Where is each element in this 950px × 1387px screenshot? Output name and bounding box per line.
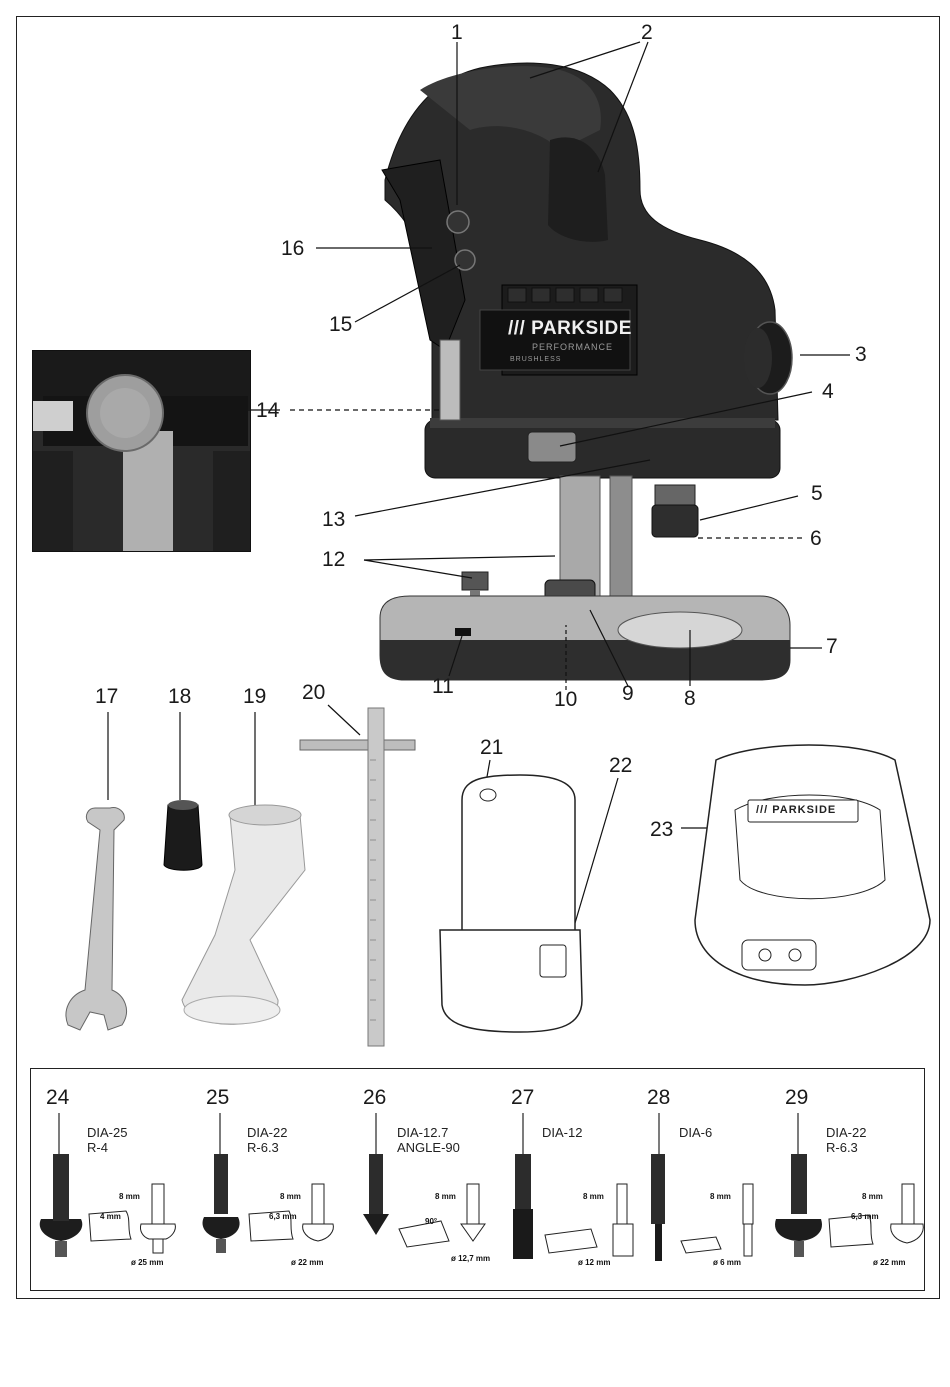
callout-11: 11: [432, 675, 454, 698]
bit-26-cut: 90°: [425, 1217, 438, 1226]
callout-15: 15: [329, 313, 353, 336]
base-opening: [617, 611, 743, 649]
router-bits-panel: 24 DIA-25 R-4 8 mm 4 mm ø 25 mm 25 DIA-2…: [30, 1068, 925, 1291]
bit-24-number: 24: [46, 1086, 70, 1109]
bit-29-number: 29: [785, 1086, 809, 1109]
bit-25-dia: DIA-22: [247, 1125, 288, 1140]
router-brand-sub: PERFORMANCE: [532, 342, 614, 352]
bit-24-shank: 8 mm: [119, 1192, 140, 1201]
bit-27-shank: 8 mm: [583, 1192, 604, 1201]
callout-4: 4: [822, 380, 834, 403]
callout-5: 5: [811, 482, 823, 505]
bit-29-dia: DIA-22: [826, 1125, 867, 1140]
callout-3: 3: [855, 343, 867, 366]
bit-25: [202, 1154, 334, 1253]
bit-27-number: 27: [511, 1086, 535, 1109]
bit-25-shank: 8 mm: [280, 1192, 301, 1201]
guide-bar-20: [299, 739, 416, 751]
callout-6: 6: [810, 527, 822, 550]
page-frame: [16, 16, 940, 1299]
bit-25-r: R-6.3: [247, 1140, 279, 1155]
callout-13: 13: [322, 508, 346, 531]
bit-26-number: 26: [363, 1086, 387, 1109]
release-lever: [527, 431, 577, 463]
bit-24-dia: DIA-25: [87, 1125, 128, 1140]
guide-rule-20: [367, 707, 385, 1047]
router-brushless-label: BRUSHLESS: [510, 356, 562, 363]
bit-28-number: 28: [647, 1086, 671, 1109]
bit-26-diameter: ø 12,7 mm: [451, 1254, 491, 1263]
callout-9: 9: [622, 682, 634, 705]
bit-27-diameter: ø 12 mm: [578, 1258, 611, 1267]
callout-12: 12: [322, 548, 346, 571]
bit-24-r: R-4: [87, 1140, 108, 1155]
callout-14: 14: [256, 399, 280, 422]
callout-23: 23: [650, 818, 674, 841]
bit-29-cut: 6,3 mm: [851, 1212, 879, 1221]
detail-inset: [32, 350, 251, 552]
bit-29-r: R-6.3: [826, 1140, 858, 1155]
bit-29-diameter: ø 22 mm: [873, 1258, 906, 1267]
collet-nut: [654, 484, 696, 506]
bit-25-number: 25: [206, 1086, 230, 1109]
charger-brand-label: /// PARKSIDE: [756, 804, 837, 816]
bit-28: [651, 1154, 754, 1261]
callout-21: 21: [480, 736, 504, 759]
callout-10: 10: [554, 688, 578, 711]
battery-release-22: [539, 944, 567, 978]
bit-28-diameter: ø 6 mm: [713, 1258, 742, 1267]
bit-28-dia: DIA-6: [679, 1125, 713, 1140]
bit-24-diameter: ø 25 mm: [131, 1258, 164, 1267]
collet-18: [163, 804, 203, 871]
bit-24: [39, 1154, 176, 1257]
bit-26-angle: ANGLE-90: [397, 1140, 460, 1155]
router-grip: [420, 66, 601, 150]
bit-25-diameter: ø 22 mm: [291, 1258, 324, 1267]
callout-22: 22: [609, 754, 633, 777]
bit-25-cut: 6,3 mm: [269, 1212, 297, 1221]
callout-2: 2: [641, 21, 653, 44]
bit-27-dia: DIA-12: [542, 1125, 583, 1140]
battery-21: [461, 774, 576, 941]
bit-26-shank: 8 mm: [435, 1192, 456, 1201]
callout-20: 20: [302, 681, 326, 704]
callout-18: 18: [168, 685, 192, 708]
bit-26-dia: DIA-12.7: [397, 1125, 449, 1140]
callout-8: 8: [684, 687, 696, 710]
router-column: [559, 475, 601, 597]
bit-27: [513, 1154, 634, 1259]
lock-button-icon: [454, 249, 476, 271]
callout-7: 7: [826, 635, 838, 658]
bit-26: [363, 1154, 486, 1248]
bit-28-shank: 8 mm: [710, 1192, 731, 1201]
callout-17: 17: [95, 685, 119, 708]
router-side-grip: [548, 137, 608, 242]
bit-24-cut: 4 mm: [100, 1212, 121, 1221]
power-button-icon: [446, 210, 470, 234]
bit-29-shank: 8 mm: [862, 1192, 883, 1201]
bits-illustration: [39, 1113, 924, 1261]
wrench-17: [65, 807, 127, 1031]
callout-16: 16: [281, 237, 305, 260]
callout-1: 1: [451, 21, 463, 44]
router-brand-label: /// PARKSIDE: [508, 318, 632, 339]
bit-29: [775, 1154, 924, 1257]
callout-19: 19: [243, 685, 267, 708]
